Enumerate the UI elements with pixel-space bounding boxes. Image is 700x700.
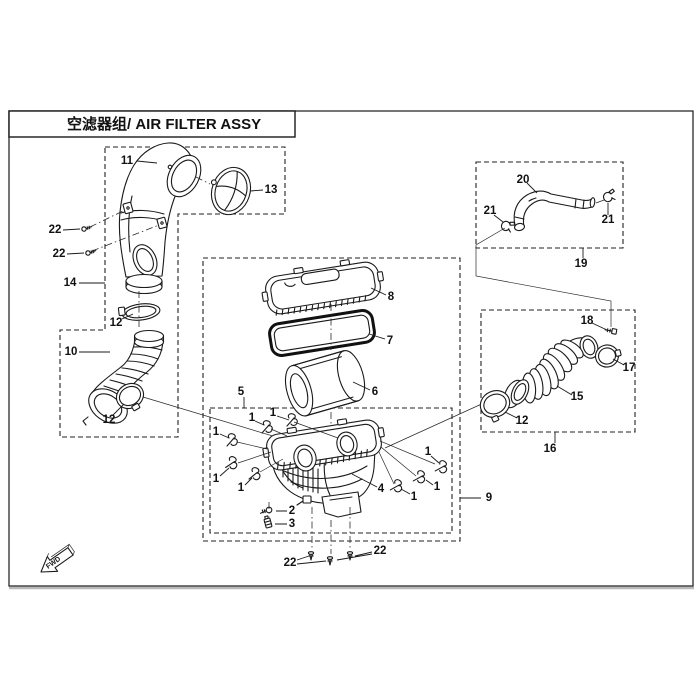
callout-11: 11 [121,155,134,167]
callout-22: 22 [284,557,297,569]
callout-1: 1 [434,481,441,493]
callout-12: 12 [516,415,529,427]
part-screw-22-d [326,556,334,566]
part-filter-element-6 [284,350,366,417]
callout-21: 21 [602,214,615,226]
callout-10: 10 [65,346,78,358]
callout-19: 19 [575,258,588,270]
callout-7: 7 [387,335,393,347]
part-drain-spacer-3 [263,515,273,529]
centerline-group [89,176,351,554]
callout-18: 18 [581,315,594,327]
dashed-boundary-group-14 [59,146,286,438]
part-screw-22-c [307,551,315,561]
callout-12: 12 [110,317,123,329]
callout-labels: 11 13 22 22 14 12 10 12 5 8 7 6 9 4 1 1 … [49,155,636,569]
part-clip-1 [226,433,238,447]
callout-leader-lines [62,160,625,565]
callout-2: 2 [289,505,295,517]
callout-1: 1 [213,473,220,485]
part-bolt-18 [604,328,618,335]
clamp-hose-connector [595,199,605,204]
part-screw-22-e [346,551,354,561]
callout-1: 1 [425,446,432,458]
page-title: 空滤器组/ AIR FILTER ASSY [67,115,261,133]
part-intake-hose-15 [503,335,599,409]
dashed-boundary-group-16 [480,309,636,433]
callout-6: 6 [372,386,378,398]
page-frame [8,110,694,590]
assembly-connector-lines [142,227,612,449]
callout-1: 1 [249,412,256,424]
part-clamp-21a [499,217,516,234]
callout-1: 1 [238,482,245,494]
part-clip-1 [225,455,240,471]
callout-3: 3 [289,518,295,530]
callout-16: 16 [544,443,557,455]
page-border [8,110,694,587]
dashed-boundary-group-19 [475,161,624,249]
part-clamp-17 [594,344,622,368]
duct-mount-bracket [122,201,134,215]
callout-22: 22 [53,248,66,260]
callout-1: 1 [213,426,220,438]
part-airbox-cover-8 [261,259,384,316]
callout-22: 22 [374,545,387,557]
callout-14: 14 [64,277,77,289]
callout-15: 15 [571,391,584,403]
callout-4: 4 [378,483,385,495]
callout-9: 9 [486,492,492,504]
callout-5: 5 [238,386,245,398]
duct-mount-bracket [156,216,168,230]
callout-13: 13 [265,184,278,196]
callout-1: 1 [411,491,418,503]
title-box-border [8,110,296,138]
part-drain-bolt-2 [260,506,273,514]
part-clamp-21b [601,188,618,204]
part-inlet-screen-13 [210,166,252,216]
callout-17: 17 [623,362,636,374]
callout-22: 22 [49,224,62,236]
callout-20: 20 [517,174,530,186]
part-breather-hose-20 [513,190,596,232]
callout-1: 1 [270,407,277,419]
part-intake-duct-11 [118,142,202,295]
callout-8: 8 [388,291,395,303]
part-clip-1 [412,468,428,485]
dashed-boundary-group-9 [202,257,461,542]
part-corrugated-hose-10 [82,329,165,426]
part-clamp-12a [117,303,161,321]
title-block: 空滤器组/ AIR FILTER ASSY [8,110,296,138]
part-clamp-12c [479,390,511,423]
fwd-direction-arrow: FWD [40,543,75,573]
callout-12: 12 [103,414,116,426]
part-clamp-12b [115,382,145,412]
callout-21: 21 [484,205,497,217]
part-airbox-housing-4 [262,418,385,518]
part-clip-1 [261,420,273,434]
part-cover-gasket-7 [268,309,376,357]
